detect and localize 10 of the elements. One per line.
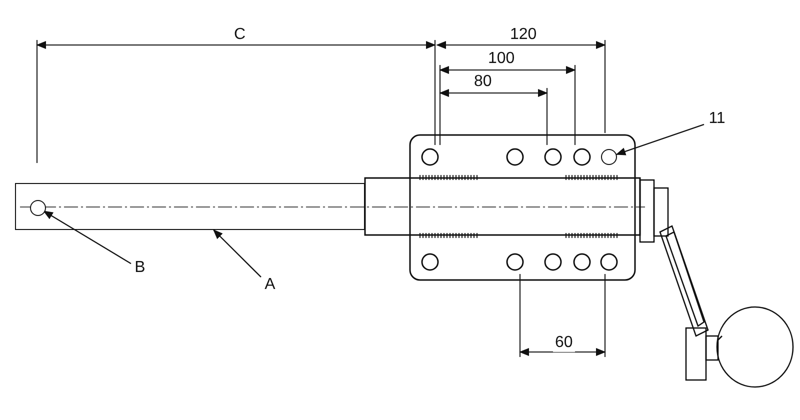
part-label: B — [131, 259, 149, 279]
leader-line — [616, 124, 704, 156]
leader-line — [43, 210, 132, 264]
part-label: A — [261, 276, 279, 296]
part-label: 11 — [704, 110, 730, 130]
hole — [30, 200, 46, 216]
tube — [15, 183, 365, 230]
dimension-label: 60 — [553, 334, 575, 352]
hole — [601, 149, 617, 165]
leader-line — [212, 229, 262, 278]
